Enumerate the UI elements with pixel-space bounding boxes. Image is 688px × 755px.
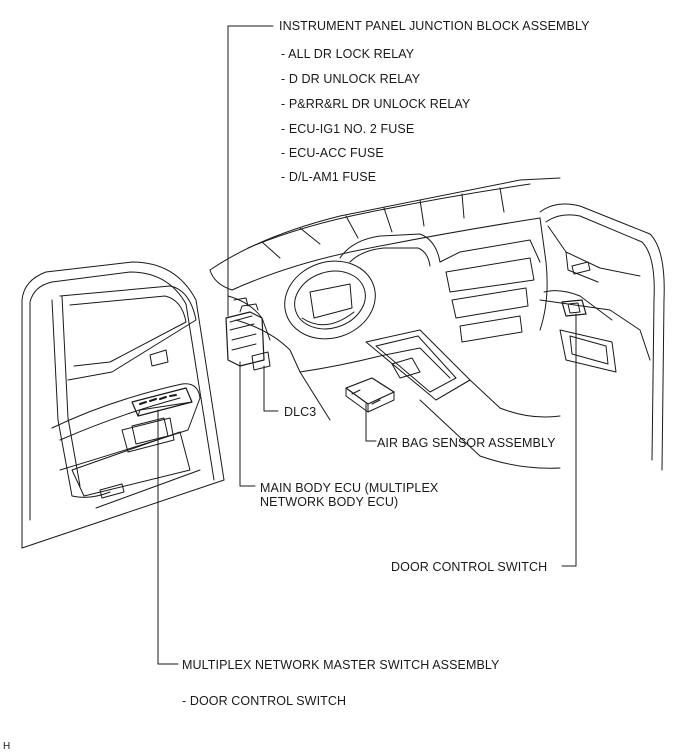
corner-code-label: H — [3, 741, 11, 752]
door-control-switch-label: DOOR CONTROL SWITCH — [391, 560, 548, 574]
ipjb-item-p-rr-rl-dr-unlock-relay: - P&RR&RL DR UNLOCK RELAY — [281, 97, 471, 111]
ipjb-item-d-l-am1-fuse: - D/L-AM1 FUSE — [281, 170, 377, 184]
ipjb-item-d-dr-unlock-relay: - D DR UNLOCK RELAY — [281, 72, 421, 86]
dlc3-label: DLC3 — [284, 405, 317, 419]
right-door-drawing — [539, 203, 665, 471]
junction-block-drawing — [225, 297, 271, 371]
airbag-sensor-drawing — [345, 377, 395, 413]
main-body-ecu-label-line2: NETWORK BODY ECU) — [260, 495, 399, 509]
left-door-drawing — [21, 261, 225, 549]
master-switch-sub-label: - DOOR CONTROL SWITCH — [182, 694, 347, 708]
master-switch-assembly-label: MULTIPLEX NETWORK MASTER SWITCH ASSEMBLY — [182, 658, 500, 672]
ipjb-item-all-dr-lock-relay: - ALL DR LOCK RELAY — [281, 47, 415, 61]
ipjb-item-ecu-acc-fuse: - ECU-ACC FUSE — [281, 146, 384, 160]
leader-lines — [157, 25, 577, 665]
dashboard-drawing — [209, 177, 561, 469]
main-body-ecu-label-line1: MAIN BODY ECU (MULTIPLEX — [260, 481, 439, 495]
airbag-sensor-label: AIR BAG SENSOR ASSEMBLY — [377, 436, 556, 450]
ipjb-title-label: INSTRUMENT PANEL JUNCTION BLOCK ASSEMBLY — [279, 19, 590, 33]
ipjb-item-ecu-ig1-no2-fuse: - ECU-IG1 NO. 2 FUSE — [281, 122, 415, 136]
